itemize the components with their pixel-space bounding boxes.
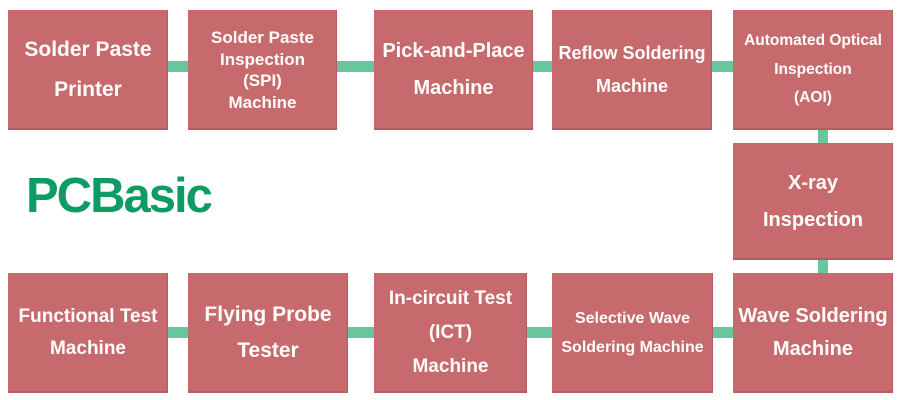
box-label-line: Automated Optical: [744, 32, 882, 50]
box-label-line: Machine: [772, 338, 854, 360]
connector-h: [168, 61, 188, 72]
process-box-x-ray-inspection: X-ray Inspection: [733, 143, 893, 260]
connector-h: [348, 327, 374, 338]
box-label-line: Wave Soldering: [738, 305, 888, 327]
process-box-flying-probe-tester: Flying Probe Tester: [188, 273, 348, 393]
connector-h: [337, 61, 374, 72]
box-label-line: Printer: [54, 78, 122, 101]
connector-h: [168, 327, 188, 338]
process-box-pick-and-place-machine: Pick-and-Place Machine: [374, 10, 533, 130]
box-label-line: (ICT): [428, 322, 473, 343]
process-box-ict-machine: In-circuit Test (ICT) Machine: [374, 273, 527, 393]
connector-h: [527, 327, 552, 338]
connector-v: [818, 130, 828, 143]
box-label-line: Soldering Machine: [561, 339, 704, 356]
pcbasic-logo: PCBasic: [26, 169, 213, 223]
box-label-line: Solder Paste: [24, 38, 152, 61]
box-label-line: (SPI): [243, 71, 282, 90]
box-label-line: Functional Test: [18, 306, 158, 327]
box-label-line: Inspection: [762, 208, 863, 231]
box-label-line: In-circuit Test: [388, 288, 513, 309]
process-box-reflow-soldering-machine: Reflow Soldering Machine: [552, 10, 712, 130]
box-label-line: Machine: [413, 77, 494, 99]
process-box-selective-wave-soldering-machine: Selective Wave Soldering Machine: [552, 273, 713, 393]
process-box-solder-paste-printer: Solder Paste Printer: [8, 10, 168, 130]
box-label-line: Flying Probe: [204, 303, 332, 326]
connector-h: [533, 61, 552, 72]
box-label-line: Machine: [49, 338, 127, 359]
box-label-line: X-ray: [787, 171, 839, 194]
box-label-line: (AOI): [794, 89, 832, 107]
box-label-line: Machine: [595, 76, 669, 96]
box-label-line: Inspection: [219, 49, 305, 69]
box-label-line: Pick-and-Place: [382, 40, 525, 62]
process-box-functional-test-machine: Functional Test Machine: [8, 273, 168, 393]
process-box-aoi-machine: Automated Optical Inspection (AOI): [733, 10, 893, 130]
box-label-line: Machine: [412, 356, 489, 377]
process-box-wave-soldering-machine: Wave Soldering Machine: [733, 273, 893, 393]
connector-h: [713, 327, 733, 338]
connector-h: [712, 61, 733, 72]
box-label-line: Inspection: [774, 60, 852, 78]
connector-v: [818, 260, 828, 273]
process-box-spi-machine: Solder Paste Inspection (SPI) Machine: [188, 10, 337, 130]
box-label-line: Reflow Soldering: [558, 43, 706, 63]
box-label-line: Solder Paste: [211, 28, 314, 47]
box-label-line: Selective Wave: [574, 310, 691, 327]
box-label-line: Machine: [228, 92, 297, 112]
box-label-line: Tester: [237, 339, 299, 362]
